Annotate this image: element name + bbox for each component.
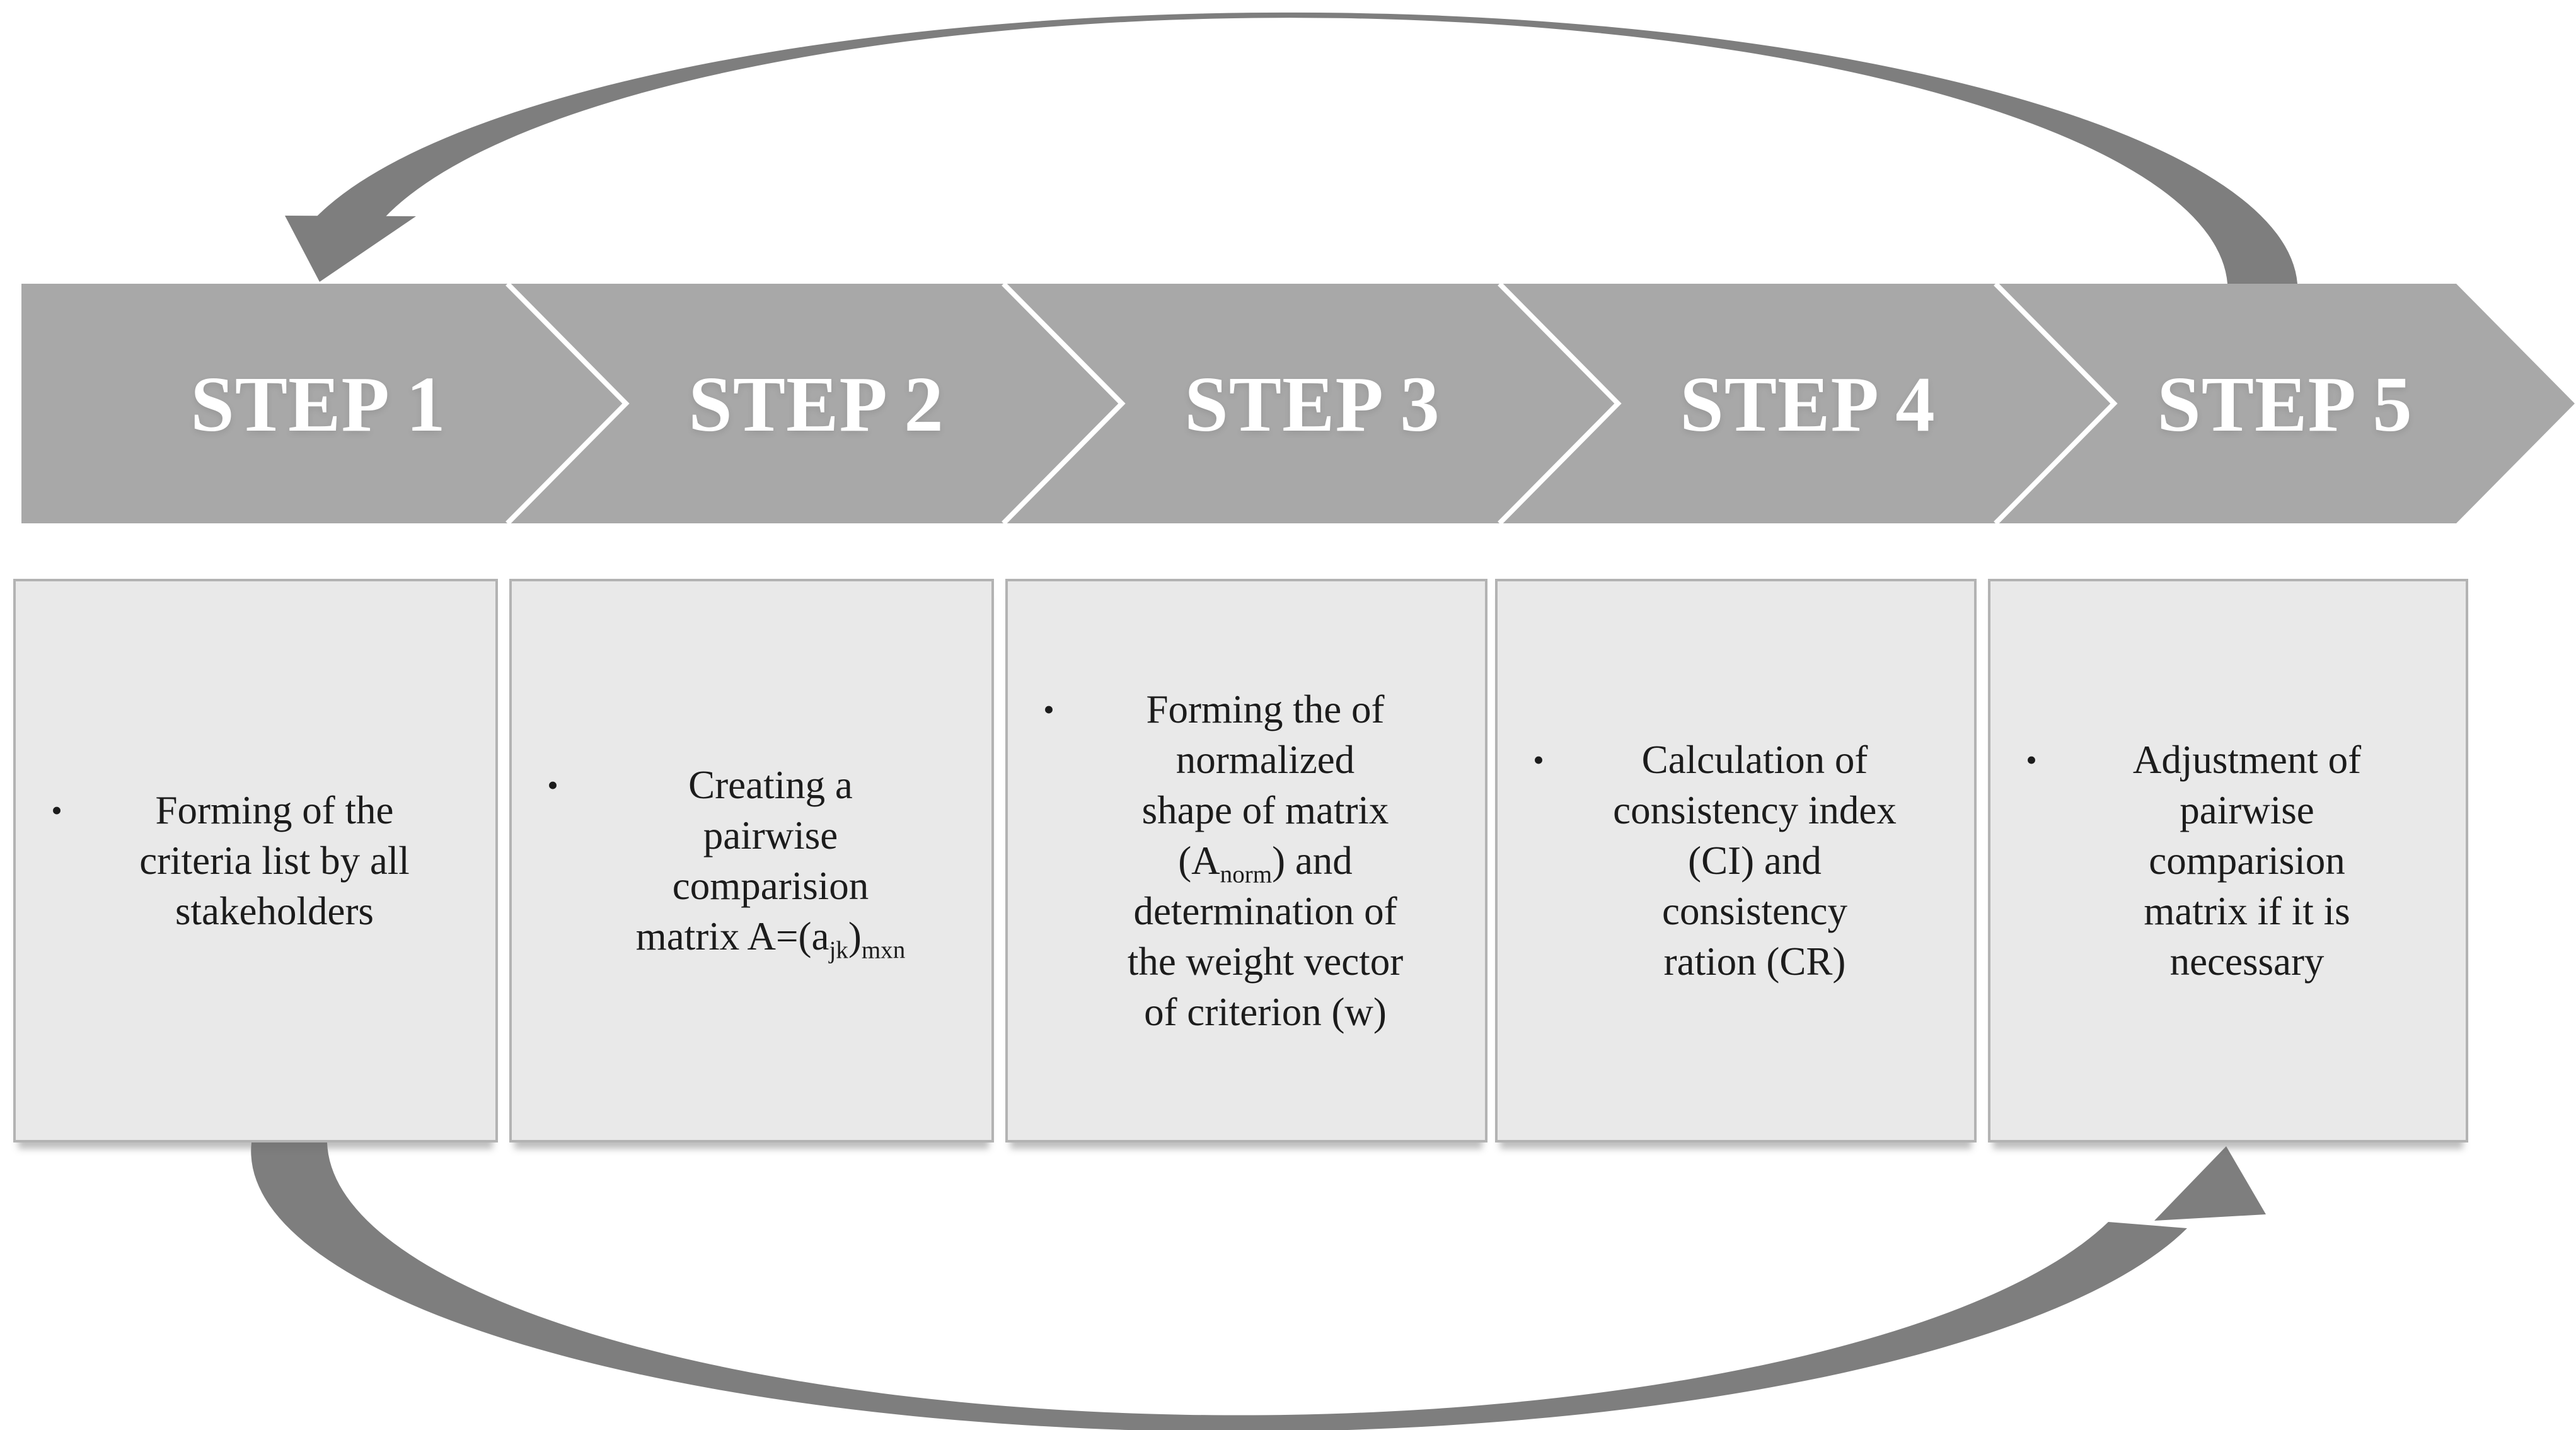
bottom-loop-arc [251,1142,2187,1430]
bullet-icon: • [1533,742,1544,777]
top-loop-arrow [285,12,2297,284]
bullet-icon: • [51,793,62,828]
bottom-loop-arrow [251,1142,2266,1430]
bottom-loop-arrowhead-icon [2154,1146,2266,1221]
bullet-icon: • [1043,692,1054,727]
step-1-label: STEP 1 [190,361,446,448]
step-2-label: STEP 2 [688,361,944,448]
bullet-icon: • [2026,742,2037,777]
chevron-separator-3 [1498,282,1622,525]
chevron-separator-4 [1994,282,2118,525]
step-5-label: STEP 5 [2157,361,2413,448]
chevron-separator-1 [505,282,630,525]
chevron-separator-2 [1002,282,1126,525]
step-3-label: STEP 3 [1184,361,1440,448]
step-4-label: STEP 4 [1680,361,1936,448]
step-banner-shape [21,284,2575,523]
top-loop-arrowhead-icon [285,216,416,282]
bullet-icon: • [547,767,558,803]
top-loop-arc [304,12,2297,284]
